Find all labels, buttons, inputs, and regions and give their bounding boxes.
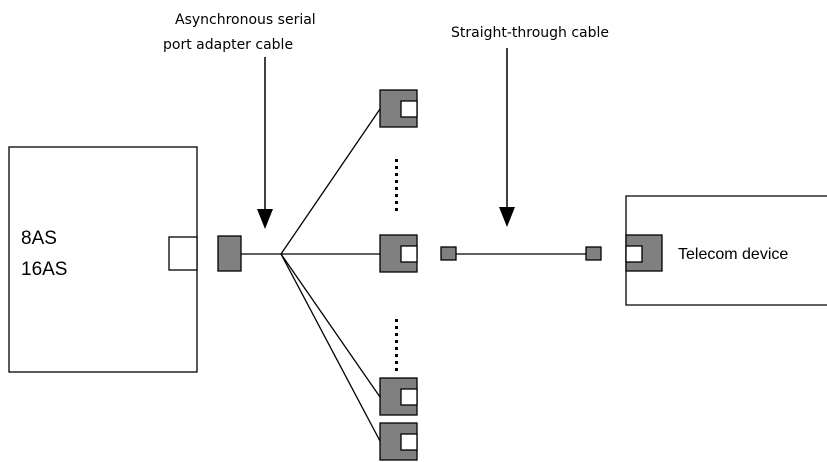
card-label-16as: 16AS (21, 259, 67, 280)
adapter-fanout-lines (280, 108, 381, 442)
telecom-device (625, 195, 827, 306)
card-label-8as: 8AS (21, 228, 57, 249)
adapter-cable-arrow (257, 57, 273, 229)
ellipsis-dots-upper (395, 159, 398, 211)
adapter-cable-label-line2: port adapter cable (163, 37, 293, 53)
fanout-connector-3 (379, 377, 418, 416)
straight-cable-end-left (440, 246, 457, 261)
fanout-connector-2 (379, 234, 418, 273)
adapter-main-connector (217, 235, 242, 272)
card-8as-16as (8, 146, 198, 373)
straight-cable-label: Straight-through cable (451, 25, 609, 41)
fanout-connector-1 (379, 89, 418, 128)
telecom-port (625, 234, 663, 272)
card-port (168, 236, 198, 271)
straight-cable-arrow (499, 48, 515, 227)
telecom-device-label: Telecom device (678, 246, 788, 263)
ellipsis-dots-lower (395, 319, 398, 371)
straight-cable-end-right (585, 246, 602, 261)
fanout-connector-4 (379, 422, 418, 461)
adapter-cable-label-line1: Asynchronous serial (175, 12, 316, 28)
